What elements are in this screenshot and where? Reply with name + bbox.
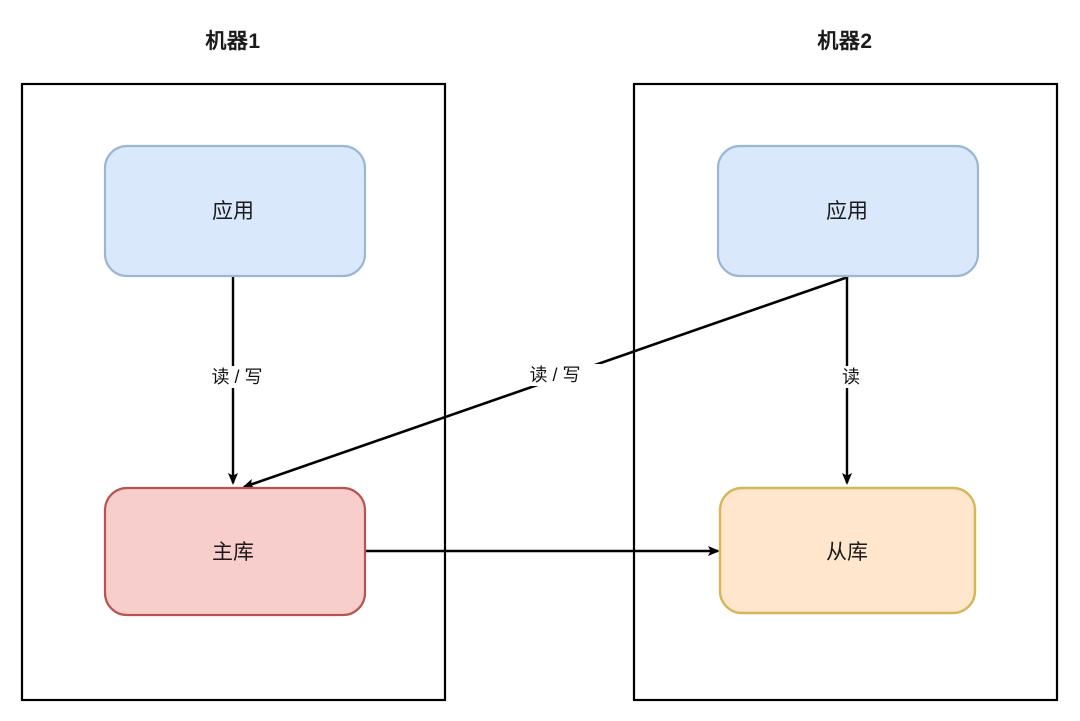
node-rect-app2[interactable] xyxy=(716,144,980,278)
group-title-machine1: 机器1 xyxy=(205,30,261,53)
edge-label-app2-to-master: 读 / 写 xyxy=(501,364,609,386)
group-title-machine2: 机器2 xyxy=(817,30,873,53)
node-rect-app1[interactable] xyxy=(103,144,367,278)
node-label-master-db: 主库 xyxy=(212,541,254,564)
node-rect-master-db[interactable] xyxy=(103,486,367,617)
edge-label-app2-to-slave: 读 xyxy=(812,366,890,388)
node-label-app1: 应用 xyxy=(212,200,254,223)
node-label-app2: 应用 xyxy=(826,200,868,223)
node-label-slave-db: 从库 xyxy=(826,541,868,564)
edge-label-app1-to-master: 读 / 写 xyxy=(183,366,291,388)
node-rect-slave-db[interactable] xyxy=(718,486,977,615)
